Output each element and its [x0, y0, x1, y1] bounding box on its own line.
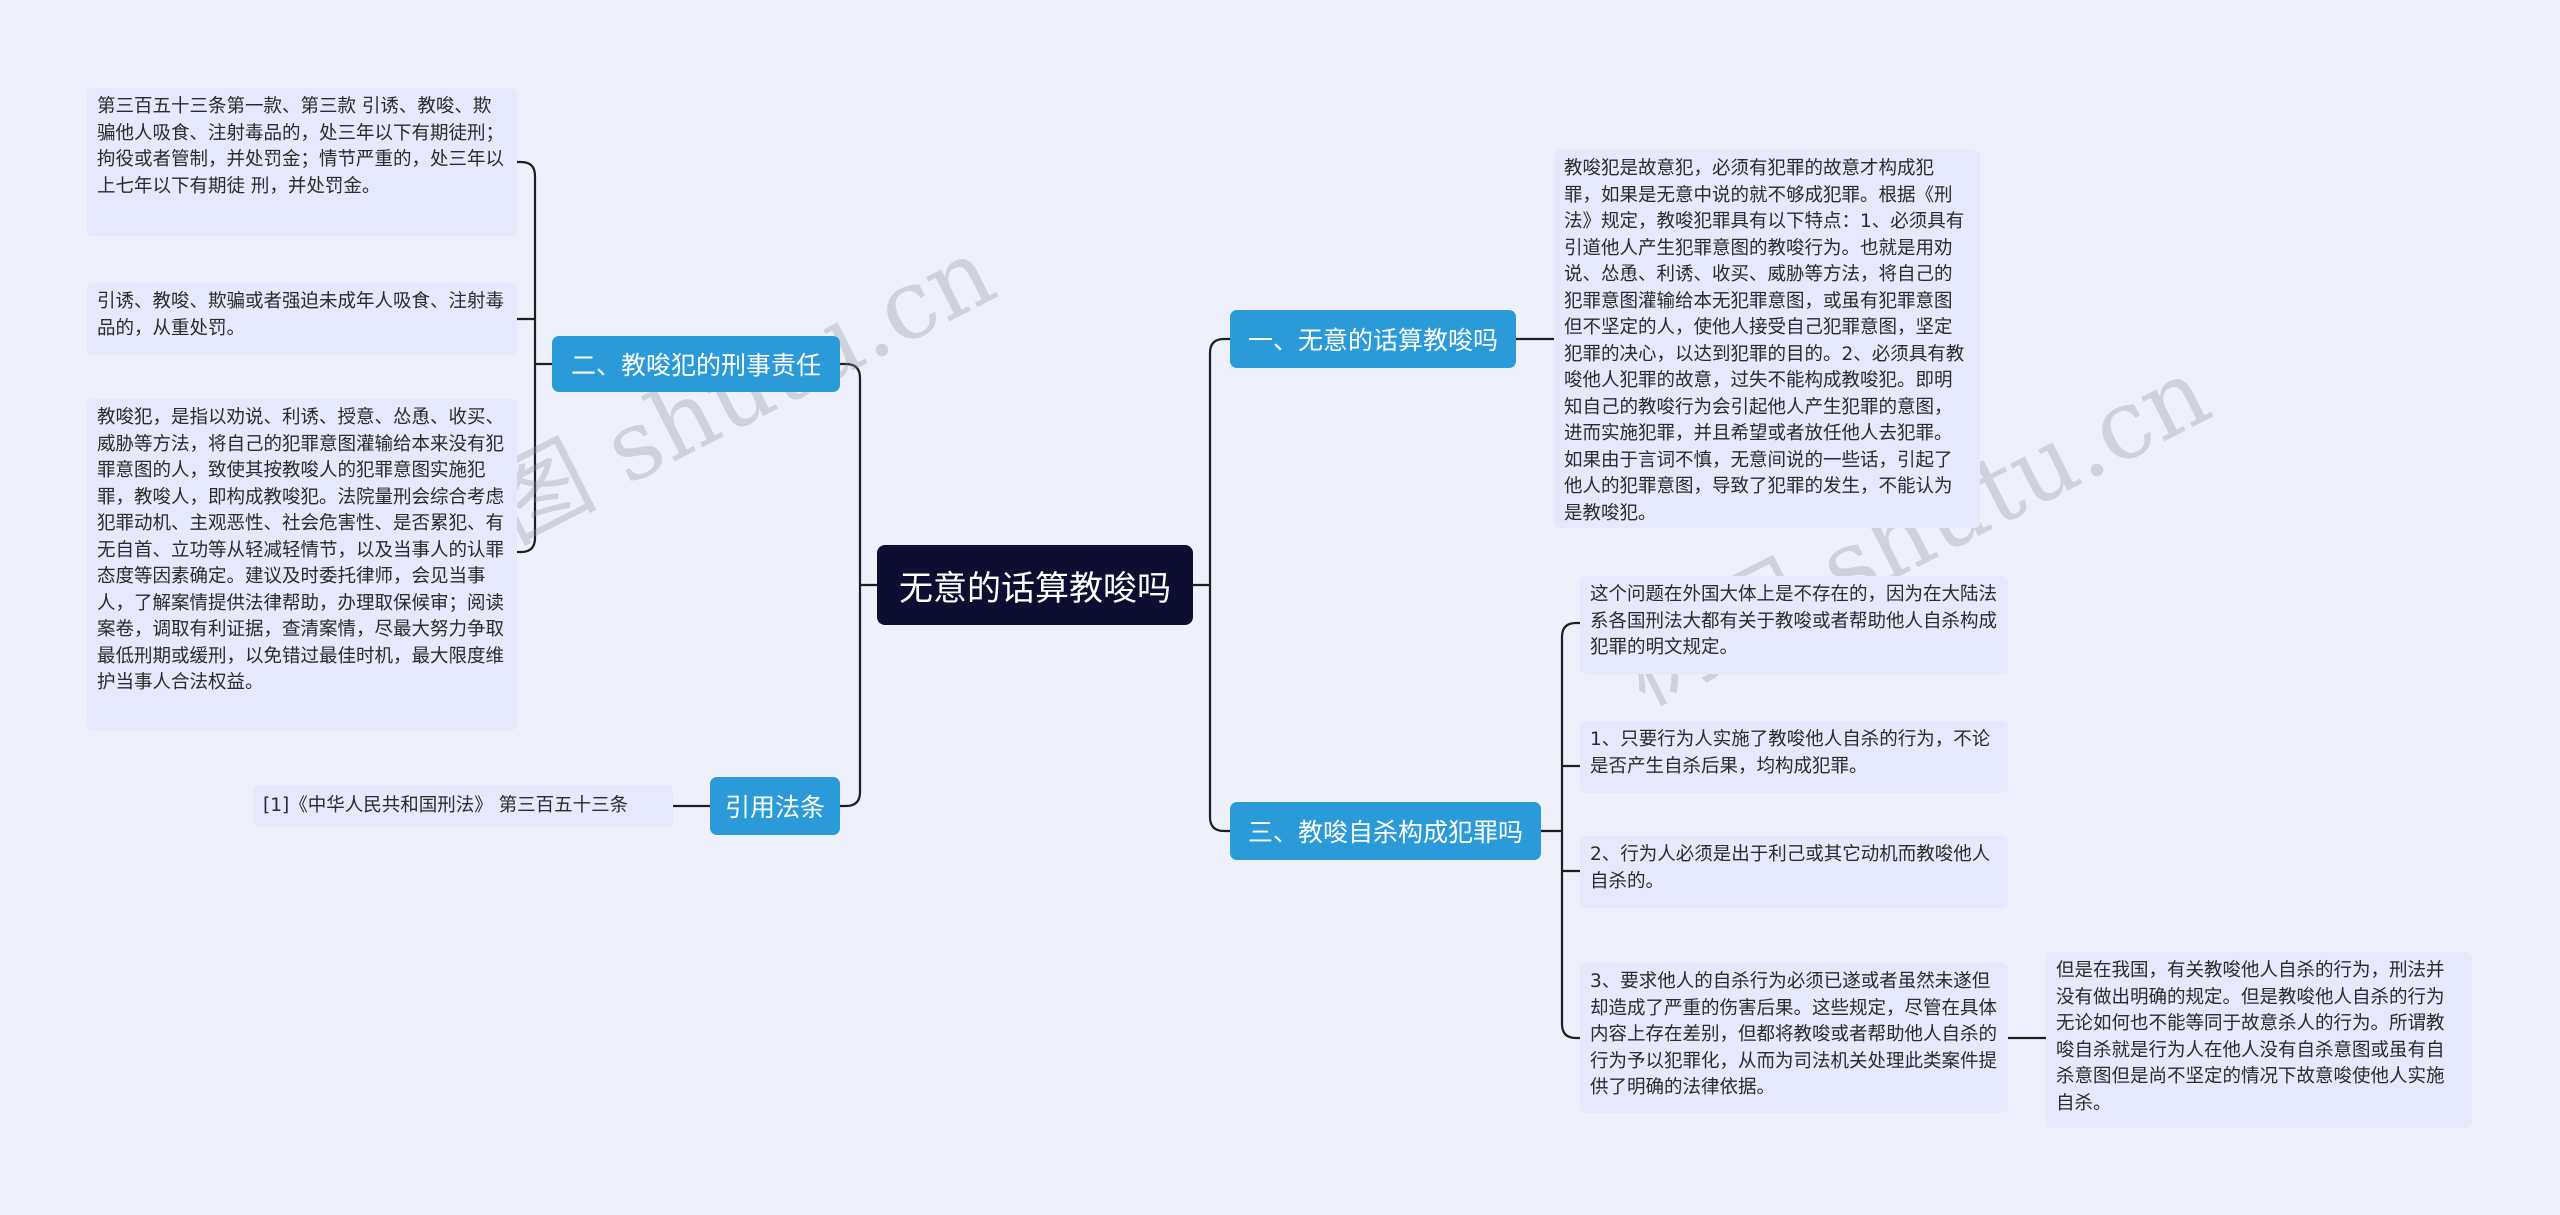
connector-root-right [1193, 337, 1230, 833]
leaf-foreign-law[interactable]: 这个问题在外国大体上是不存在的，因为在大陆法系各国刑法大都有关于教唆或者帮助他人… [1580, 576, 2008, 674]
branch-citation[interactable]: 引用法条 [710, 777, 840, 835]
connector-liability-leaves [517, 160, 552, 554]
connector-root-left [840, 362, 877, 808]
leaf-condition-2[interactable]: 2、行为人必须是出于利己或其它动机而教唆他人自杀的。 [1580, 836, 2008, 908]
leaf-condition-3[interactable]: 3、要求他人的自杀行为必须已遂或者虽然未遂但却造成了严重的伤害后果。这些规定，尽… [1580, 963, 2008, 1113]
leaf-china-law[interactable]: 但是在我国，有关教唆他人自杀的行为，刑法并没有做出明确的规定。但是教唆他人自杀的… [2046, 952, 2472, 1128]
leaf-intentional-crime[interactable]: 教唆犯是故意犯，必须有犯罪的故意才构成犯罪，如果是无意中说的就不够成犯罪。根据《… [1554, 150, 1980, 528]
branch-criminal-liability[interactable]: 二、教唆犯的刑事责任 [552, 336, 840, 392]
branch-suicide[interactable]: 三、教唆自杀构成犯罪吗 [1230, 802, 1541, 860]
leaf-citation-reference[interactable]: [1]《中华人民共和国刑法》 第三百五十三条 [253, 785, 673, 827]
connector-suicide-leaves [1541, 621, 1580, 1040]
leaf-minors[interactable]: 引诱、教唆、欺骗或者强迫未成年人吸食、注射毒品的，从重处罚。 [87, 283, 517, 355]
root-topic[interactable]: 无意的话算教唆吗 [877, 545, 1193, 625]
leaf-condition-1[interactable]: 1、只要行为人实施了教唆他人自杀的行为，不论是否产生自杀后果，均构成犯罪。 [1580, 721, 2008, 793]
leaf-instigator-definition[interactable]: 教唆犯，是指以劝说、利诱、授意、怂恿、收买、威胁等方法，将自己的犯罪意图灌输给本… [87, 399, 517, 730]
branch-unintentional[interactable]: 一、无意的话算教唆吗 [1230, 310, 1516, 368]
leaf-article-353[interactable]: 第三百五十三条第一款、第三款 引诱、教唆、欺骗他人吸食、注射毒品的，处三年以下有… [87, 88, 517, 236]
